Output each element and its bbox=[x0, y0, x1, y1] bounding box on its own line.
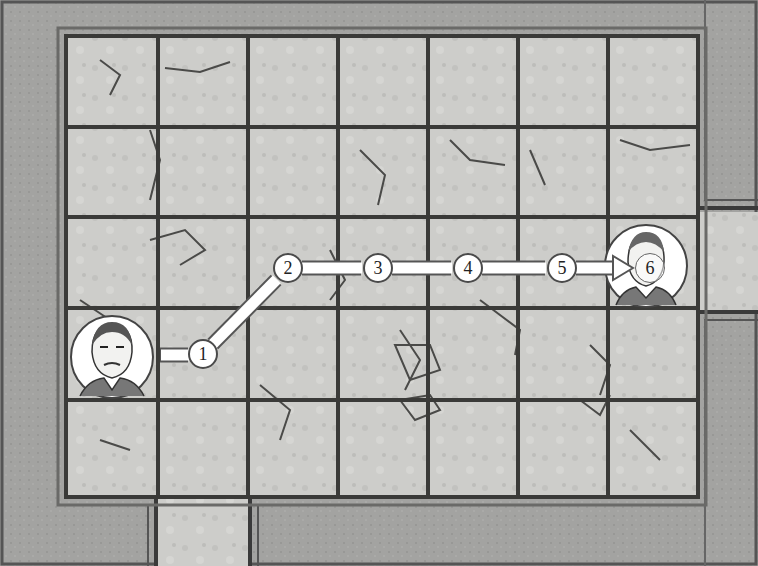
step-number: 1 bbox=[188, 339, 218, 369]
step-number: 2 bbox=[273, 253, 303, 283]
hero-token bbox=[605, 225, 687, 307]
move-path bbox=[575, 256, 633, 280]
step-label: 1 bbox=[199, 345, 208, 363]
step-label: 2 bbox=[284, 259, 293, 277]
step-number: 5 bbox=[547, 253, 577, 283]
move-path bbox=[481, 268, 546, 269]
move-path bbox=[212, 279, 277, 344]
step-number: 3 bbox=[363, 253, 393, 283]
step-number: 4 bbox=[453, 253, 483, 283]
hero-token bbox=[71, 316, 153, 398]
step-label: 6 bbox=[646, 259, 655, 277]
path-start bbox=[161, 350, 190, 361]
move-path bbox=[301, 268, 362, 269]
move-path bbox=[391, 268, 452, 269]
step-label: 3 bbox=[374, 259, 383, 277]
step-label: 4 bbox=[464, 259, 473, 277]
step-number: 6 bbox=[635, 253, 665, 283]
step-label: 5 bbox=[558, 259, 567, 277]
